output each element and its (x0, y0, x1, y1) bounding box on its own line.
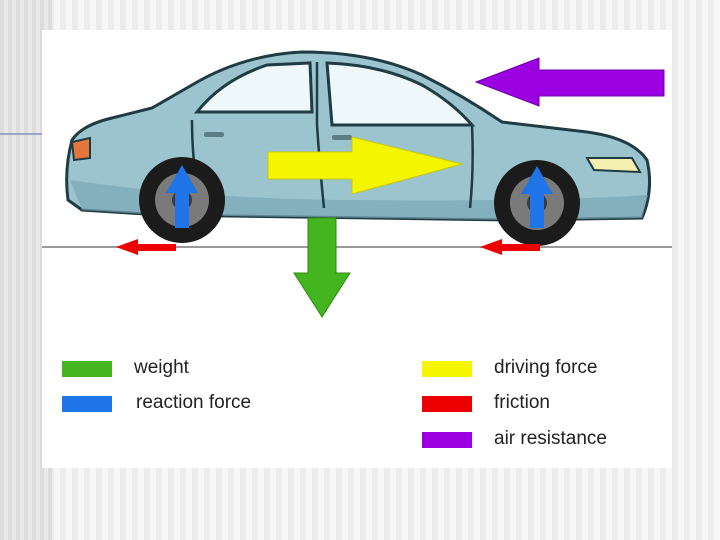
friction-swatch (422, 396, 472, 412)
front-door-handle (332, 135, 352, 140)
legend-label-driving-force: driving force (494, 357, 598, 379)
reaction-force-swatch (62, 396, 112, 412)
car-forces-diagram (42, 30, 672, 330)
air-resistance-arrow (476, 58, 664, 106)
headlight (587, 158, 640, 172)
forces-diagram-panel: weight reaction force driving force fric… (42, 30, 672, 468)
driving-force-swatch (422, 361, 472, 377)
legend-label-friction: friction (494, 392, 550, 414)
weight-swatch (62, 361, 112, 377)
friction-arrow-rear (116, 239, 176, 255)
weight-arrow (294, 218, 350, 317)
legend-label-reaction-force: reaction force (136, 392, 251, 414)
tail-light (72, 138, 90, 160)
legend-label-air-resistance: air resistance (494, 428, 607, 450)
legend-label-weight: weight (134, 357, 189, 379)
rear-door-handle (204, 132, 224, 137)
air-resistance-swatch (422, 432, 472, 448)
